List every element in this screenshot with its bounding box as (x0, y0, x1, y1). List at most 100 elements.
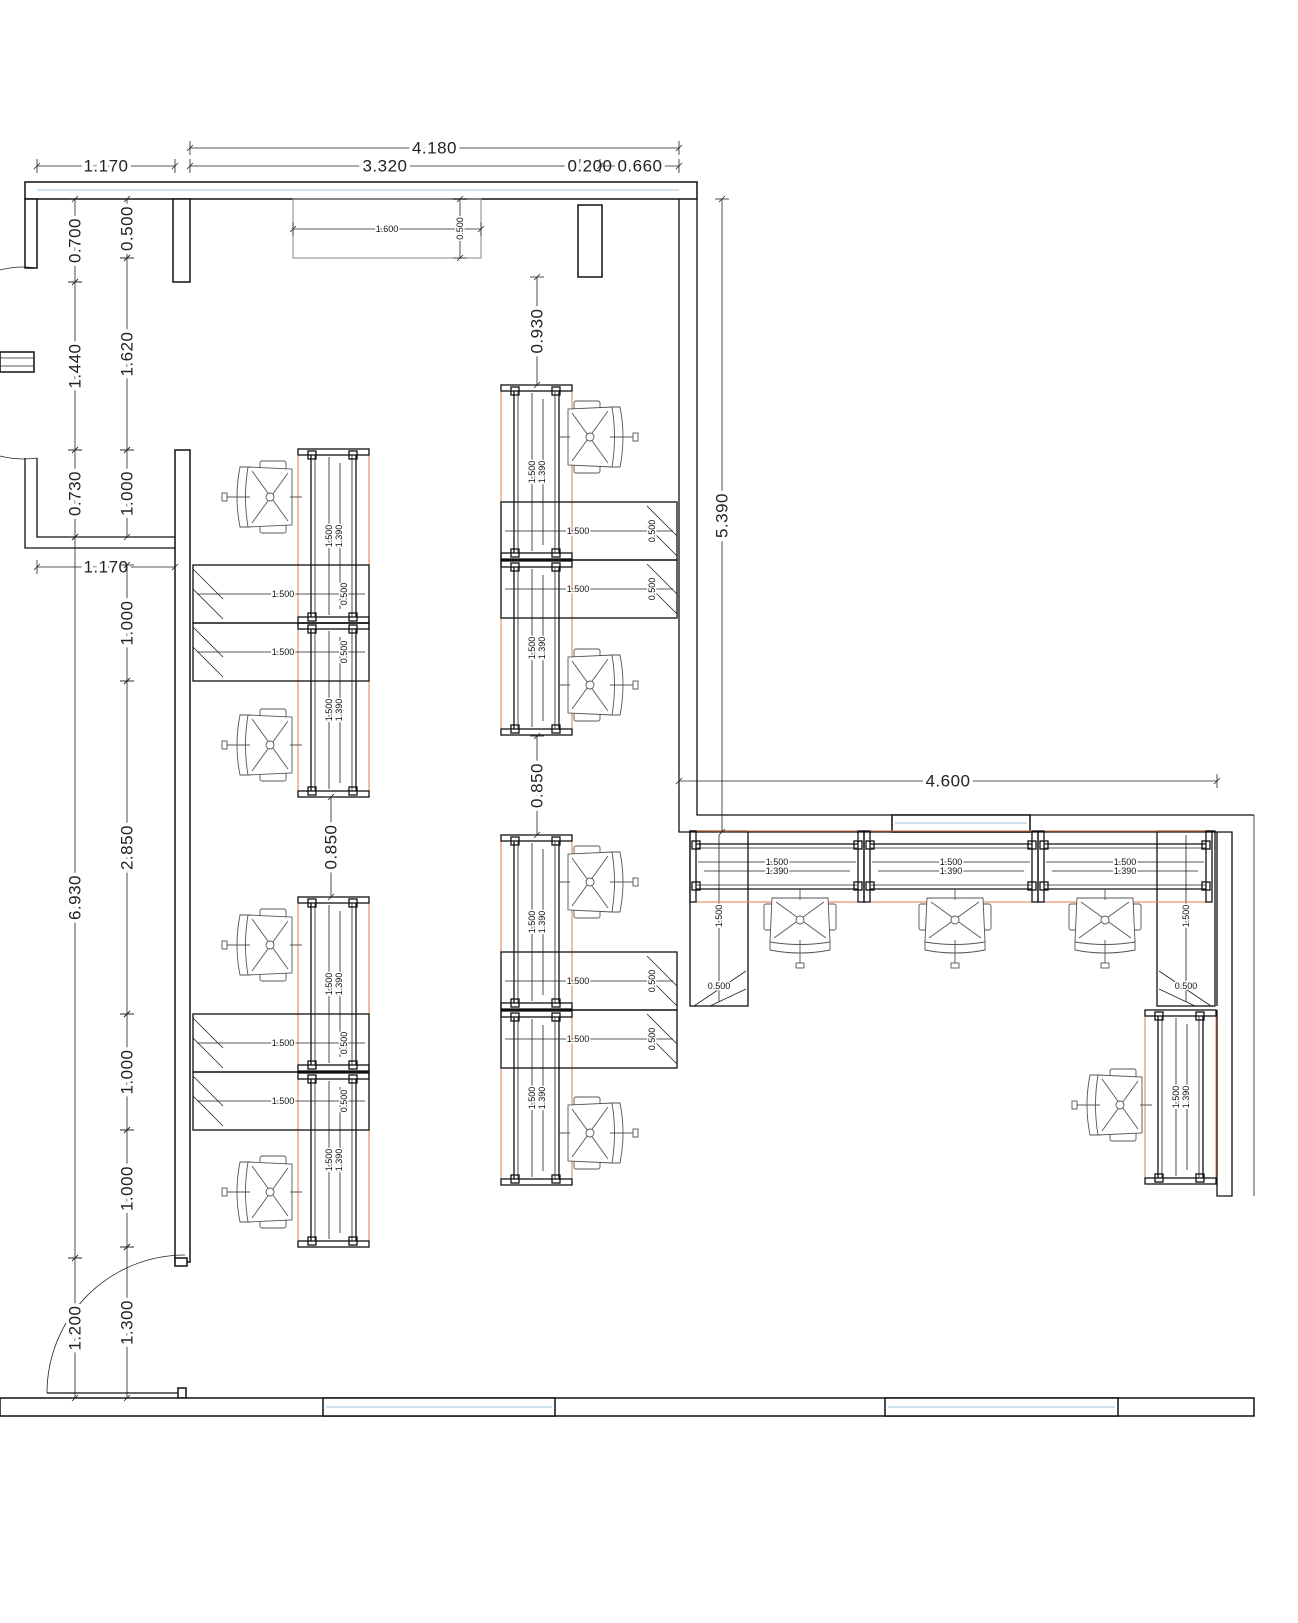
desk-dimension-label: 1.500 (272, 1096, 295, 1106)
desk-leg (551, 724, 561, 734)
desk-dimension-label: 1.500 (324, 973, 334, 996)
desk-leg (307, 1236, 317, 1246)
dimension-line: 1.000 (114, 561, 140, 685)
office-chair[interactable] (221, 460, 302, 534)
dimension-label: 1.000 (118, 471, 137, 516)
dimension-line: 6.930 (62, 533, 88, 1262)
dimension-label: 1.600 (376, 224, 399, 234)
desk-leg (551, 386, 561, 396)
desk-leg (510, 1012, 520, 1022)
desk-leg (510, 562, 520, 572)
desk-leg (1154, 1011, 1164, 1021)
desk-leg (307, 624, 317, 634)
dimension-line: 0.730 (62, 446, 88, 541)
desk-leg (348, 450, 358, 460)
office-chair[interactable] (558, 1096, 639, 1170)
entrance-door-swing (46, 1254, 186, 1394)
dimension-line: 0.500 (453, 195, 467, 262)
dimension-label: 3.320 (362, 157, 407, 176)
desk-leg (510, 1174, 520, 1184)
desk-leg (348, 1236, 358, 1246)
desk-dimension-label: 1.500 (567, 526, 590, 536)
office-chair[interactable] (1068, 888, 1142, 969)
desk-dimension-label: 1.500 (1114, 857, 1137, 867)
desk-dimension-label: 1.500 (1181, 905, 1191, 928)
dimension-label: 0.850 (528, 763, 547, 808)
desk-dimension-label: 1.500 (714, 905, 724, 928)
desk-leg (551, 548, 561, 558)
desk-dimension-label: 0.500 (647, 1028, 657, 1051)
dimension-line: 1.000 (114, 1010, 140, 1134)
dimension-line: 0.700 (62, 195, 88, 286)
desk-dimension-label: 1.500 (324, 1149, 334, 1172)
dimension-line: 4.180 (186, 135, 683, 161)
desk-leg (1154, 1173, 1164, 1183)
desk-dimension-label: 1.500 (324, 525, 334, 548)
office-chair[interactable] (558, 845, 639, 919)
dimension-line: 4.600 (675, 768, 1221, 794)
walls (0, 181, 1255, 1417)
desk-leg (307, 1074, 317, 1084)
desk-leg (348, 786, 358, 796)
desk-dimension-label: 1.500 (527, 461, 537, 484)
desk-dimension-label: 0.500 (708, 981, 731, 991)
desk-leg (1201, 840, 1211, 850)
dimension-label: 5.390 (713, 493, 732, 538)
dimension-label: 0.660 (617, 157, 662, 176)
dimension-label: 1.000 (118, 1166, 137, 1211)
dimension-line: 1.600 (289, 222, 485, 236)
desk-dimension-label: 1.500 (766, 857, 789, 867)
office-chair[interactable] (558, 400, 639, 474)
dimension-label: 1.170 (83, 157, 128, 176)
desk-dimension-label: 1.390 (537, 911, 547, 934)
desk-leg (348, 1074, 358, 1084)
desk-dimension-label: 1.500 (567, 1034, 590, 1044)
desk-dimension-label: 1.500 (567, 584, 590, 594)
desk-leg (510, 386, 520, 396)
desk-leg (551, 1012, 561, 1022)
desk-leg (691, 881, 701, 891)
desk-dimension-label: 0.500 (339, 641, 349, 664)
desk-dimension-label: 0.500 (647, 520, 657, 543)
desk-leg (853, 840, 863, 850)
dimension-label: 1.000 (118, 600, 137, 645)
partition-stub-top (172, 198, 191, 283)
dimension-label: 0.500 (118, 206, 137, 251)
office-chair[interactable] (221, 708, 302, 782)
desk-dimension-label: 1.500 (1171, 1086, 1181, 1109)
desk-leg (510, 836, 520, 846)
desk-dimension-label: 1.500 (527, 911, 537, 934)
dimension-line: 1.170 (33, 153, 179, 179)
desk-leg (1039, 881, 1049, 891)
desk-leg (307, 1060, 317, 1070)
desk-dimension-label: 1.390 (334, 1149, 344, 1172)
dimension-line: 1.620 (114, 254, 140, 454)
dimension-label: 0.930 (528, 308, 547, 353)
office-chair[interactable] (918, 888, 992, 969)
desk-leg (1195, 1173, 1205, 1183)
office-chair[interactable] (221, 1155, 302, 1229)
desk-dimension-label: 1.390 (1181, 1086, 1191, 1109)
desk-leg (307, 786, 317, 796)
desk-leg (348, 898, 358, 908)
desk-leg (307, 612, 317, 622)
office-chair[interactable] (1071, 1068, 1152, 1142)
desk-leg (1195, 1011, 1205, 1021)
dimension-line: 0.930 (524, 273, 550, 389)
office-chair[interactable] (558, 648, 639, 722)
desk-leg (348, 624, 358, 634)
office-chair[interactable] (221, 908, 302, 982)
office-chair[interactable] (763, 888, 837, 969)
desk-leg (510, 548, 520, 558)
partition-end-cap (174, 1257, 188, 1267)
